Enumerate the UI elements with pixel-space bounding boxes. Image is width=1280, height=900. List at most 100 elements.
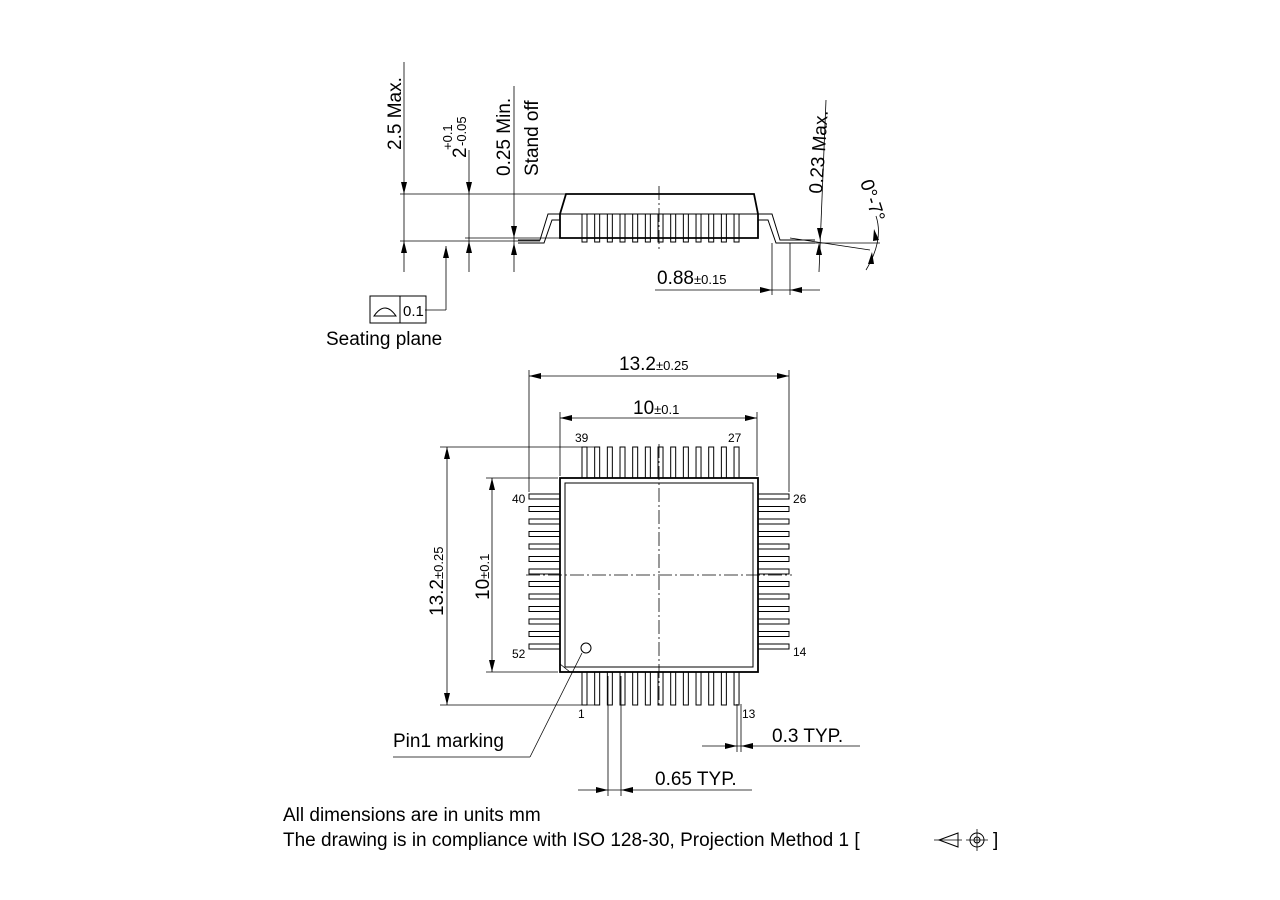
lead-top xyxy=(657,446,664,479)
left-gull-wing-lead xyxy=(518,213,560,241)
lead-side xyxy=(581,213,588,243)
lead-left xyxy=(528,581,561,587)
lead-top xyxy=(606,446,613,479)
lead-right xyxy=(757,618,790,625)
seating-plane-label: Seating plane xyxy=(326,329,442,350)
lead-bottom xyxy=(670,671,677,706)
lead-right xyxy=(757,581,790,587)
overall-height-label: 13.2±0.25 xyxy=(427,547,448,616)
lead-left xyxy=(528,531,561,537)
standoff-label: Stand off xyxy=(522,100,543,176)
lead-right xyxy=(757,556,790,562)
lead-bottom xyxy=(594,671,601,706)
pin-number-39: 39 xyxy=(575,431,589,445)
lead-side xyxy=(695,213,702,243)
projection-method-icon xyxy=(934,829,988,851)
note-units: All dimensions are in units mm xyxy=(283,805,541,826)
lead-top xyxy=(581,446,588,479)
lead-right xyxy=(757,568,790,575)
pin-number-1: 1 xyxy=(578,707,585,721)
lead-right xyxy=(757,493,790,500)
pin-number-13: 13 xyxy=(742,707,756,721)
lead-width-label: 0.3 TYP. xyxy=(772,726,843,747)
lead-top xyxy=(594,446,601,479)
flatness-symbol-icon xyxy=(373,307,397,317)
lead-left xyxy=(528,568,561,575)
lead-side xyxy=(733,213,740,243)
coplanarity-value: 0.1 xyxy=(403,303,424,320)
lead-left xyxy=(528,618,561,625)
lead-bottom xyxy=(606,671,613,706)
note-iso: The drawing is in compliance with ISO 12… xyxy=(283,830,860,851)
pitch-label: 0.65 TYP. xyxy=(655,769,737,790)
standoff-value: 0.25 Min. xyxy=(494,98,515,176)
lead-right xyxy=(757,606,790,612)
lead-left xyxy=(528,556,561,562)
lead-right xyxy=(757,593,790,600)
body-height-tol-plus: +0.1 xyxy=(440,124,455,150)
lead-side xyxy=(644,213,651,243)
lead-angle-label: 0°-7° xyxy=(855,177,888,224)
lead-side xyxy=(708,213,715,243)
lead-right xyxy=(757,506,790,512)
lead-left xyxy=(528,493,561,500)
lead-left xyxy=(528,543,561,550)
lead-side xyxy=(606,213,613,243)
lead-left xyxy=(528,506,561,512)
lead-side xyxy=(619,213,626,243)
lead-top xyxy=(632,446,639,479)
lead-bottom xyxy=(632,671,639,706)
right-gull-wing-lead xyxy=(758,213,815,241)
pin1-marking-dot xyxy=(580,642,592,654)
body-width-label: 10±0.1 xyxy=(633,398,679,419)
lead-top xyxy=(682,446,689,479)
lead-side xyxy=(670,213,677,243)
pin-number-52: 52 xyxy=(512,647,526,661)
side-view: 2.5 Max. 2 +0.1 -0.05 0.25 Min. Stand of… xyxy=(326,62,888,350)
overall-width-label: 13.2±0.25 xyxy=(619,354,688,375)
lead-left xyxy=(528,518,561,525)
body-height-label: 10±0.1 xyxy=(473,554,494,600)
pin-number-40: 40 xyxy=(512,492,526,506)
height-max-label: 2.5 Max. xyxy=(385,77,406,150)
lead-left xyxy=(528,593,561,600)
notes: All dimensions are in units mm The drawi… xyxy=(283,805,998,851)
lead-bottom xyxy=(708,671,715,706)
lead-thickness-label: 0.23 Max. xyxy=(806,110,833,195)
body-height-tol-minus: -0.05 xyxy=(454,116,469,146)
lead-right xyxy=(757,631,790,637)
lead-top xyxy=(708,446,715,479)
lead-left xyxy=(528,631,561,637)
lead-left xyxy=(528,643,561,650)
top-view: 39 27 40 52 26 14 1 13 13.2±0.25 10±0.1 xyxy=(393,354,860,796)
lead-side xyxy=(632,213,639,243)
lead-right xyxy=(757,543,790,550)
side-lead-comb xyxy=(581,213,740,243)
pin-number-14: 14 xyxy=(793,645,807,659)
lead-side xyxy=(720,213,727,243)
lead-bottom xyxy=(657,671,664,706)
pin-number-26: 26 xyxy=(793,492,807,506)
lead-top xyxy=(695,446,702,479)
lead-bottom xyxy=(581,671,588,706)
lead-top xyxy=(644,446,651,479)
pin-number-27: 27 xyxy=(728,431,742,445)
foot-length-label: 0.88±0.15 xyxy=(657,268,726,289)
lead-left xyxy=(528,606,561,612)
lead-side xyxy=(594,213,601,243)
lead-bottom xyxy=(644,671,651,706)
coplanarity-frame xyxy=(369,295,427,324)
pin1-marking-label: Pin1 marking xyxy=(393,731,504,752)
lead-bottom xyxy=(720,671,727,706)
lead-top xyxy=(733,446,740,479)
lead-bottom xyxy=(682,671,689,706)
lead-top xyxy=(720,446,727,479)
lead-top xyxy=(670,446,677,479)
note-iso-end: ] xyxy=(993,830,998,851)
lead-bottom xyxy=(733,671,740,706)
top-lead-array xyxy=(528,446,790,706)
lead-bottom xyxy=(695,671,702,706)
body-height-nominal: 2 xyxy=(450,147,471,158)
lead-right xyxy=(757,518,790,525)
